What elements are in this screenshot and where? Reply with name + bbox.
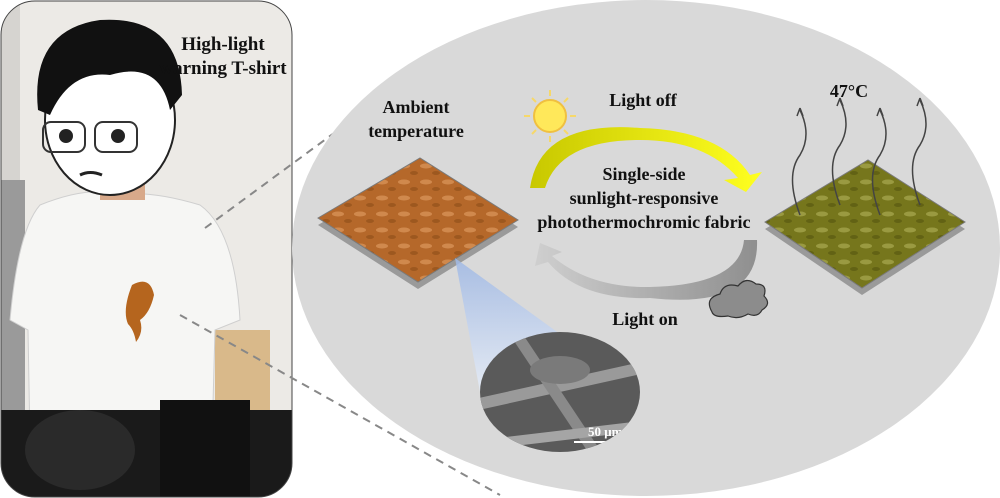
- center-label-line2: sunlight-responsive: [570, 188, 719, 208]
- sem-image: 50 μm: [480, 332, 640, 452]
- temperature-label: 47°C: [830, 81, 868, 101]
- sun-icon: [524, 90, 576, 142]
- light-off-label: Light off: [609, 90, 678, 110]
- scale-bar-label: 50 μm: [588, 424, 623, 439]
- dolphin-logo: [125, 281, 154, 342]
- ambient-label-line2: temperature: [368, 121, 464, 141]
- center-label-line1: Single-side: [602, 164, 685, 184]
- ambient-label-line1: Ambient: [383, 97, 450, 117]
- center-label-line3: photothermochromic fabric: [537, 212, 750, 232]
- schematic-ellipse: [292, 0, 1000, 496]
- arrow-light-on: [535, 240, 758, 300]
- photo-label-line1: High-light: [181, 34, 265, 55]
- photo-border: [0, 0, 293, 498]
- heat-wave-arrows-icon: [791, 97, 927, 216]
- photo-panel: High-light warning T-shirt: [1, 1, 292, 497]
- cloud-icon: [708, 279, 769, 319]
- cartoon-face: [37, 19, 182, 196]
- photo-label-line2: warning T-shirt: [159, 58, 287, 79]
- zoom-line-bottom: [179, 314, 501, 496]
- zoom-line-top: [204, 124, 346, 229]
- arrow-light-off: [530, 127, 762, 192]
- fabric-ambient: [317, 157, 519, 289]
- light-on-label: Light on: [612, 309, 678, 329]
